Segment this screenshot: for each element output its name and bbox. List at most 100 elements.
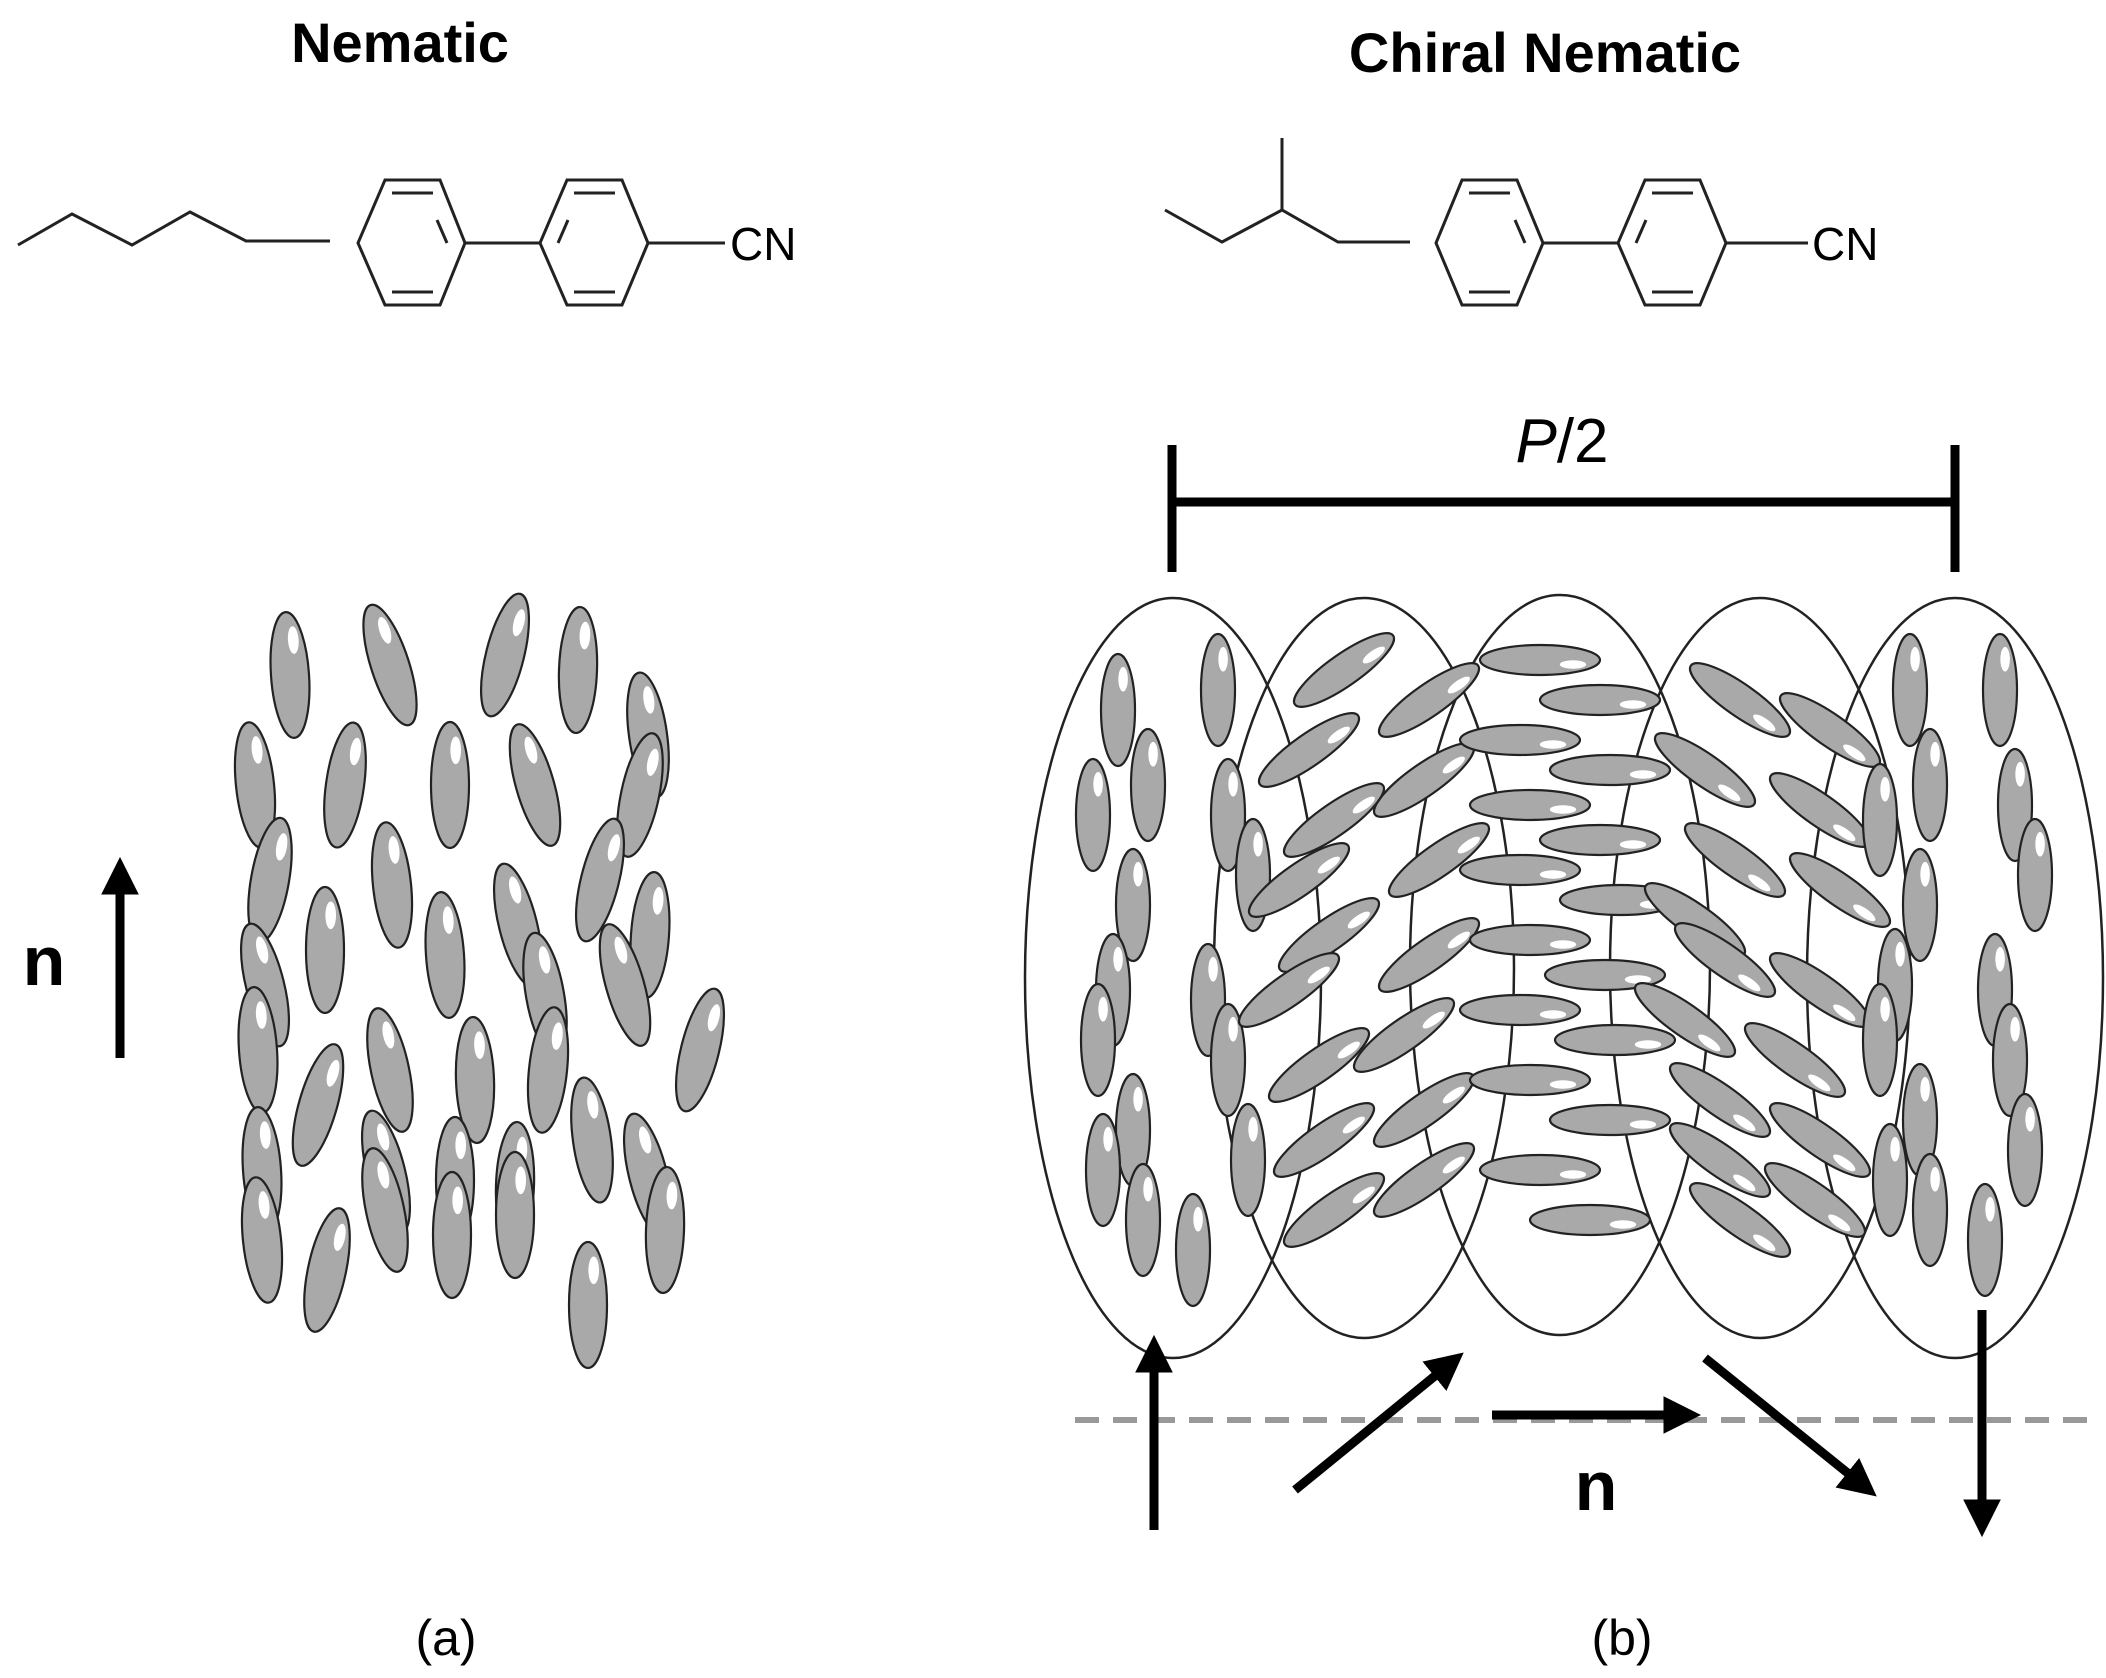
layer-3-molecule	[1548, 753, 1672, 787]
benzene-ring-4	[1616, 178, 1728, 307]
layer-3-molecule	[1543, 958, 1667, 992]
layer-4-molecule	[1768, 1102, 1872, 1178]
layer-3-molecule	[1538, 823, 1662, 857]
layer-3-molecule	[1553, 1023, 1677, 1057]
layer-2-molecule	[1377, 662, 1481, 738]
layer-4-molecule	[1653, 732, 1757, 808]
layer-1-molecule	[1229, 1102, 1267, 1218]
layer-2-outline	[1212, 596, 1516, 1340]
nematic-molecule	[240, 1176, 284, 1304]
layer-2-molecule	[1387, 822, 1491, 898]
panel-a: Nematic CN n (a)	[17, 11, 796, 1666]
nematic-molecule	[431, 1170, 473, 1300]
panel-b-title: Chiral Nematic	[1349, 21, 1741, 84]
layer-4-molecule	[1743, 1022, 1847, 1098]
nematic-molecule	[291, 1043, 345, 1167]
director-label-a: n	[23, 922, 66, 1000]
nematic-molecule	[239, 922, 291, 1048]
nematic-molecule	[247, 816, 293, 944]
layer-1-molecule	[1209, 1002, 1247, 1118]
layer-3-molecule	[1468, 923, 1592, 957]
layer-1-molecule	[1174, 1192, 1212, 1308]
layer-5-molecule	[1891, 632, 1929, 748]
nematic-molecule	[494, 1150, 536, 1280]
layer-3-molecule	[1458, 723, 1582, 757]
director-arrow-diagonal-down	[1702, 1354, 1877, 1497]
nematic-molecule	[567, 1240, 609, 1370]
layer-3-molecule	[1538, 683, 1662, 717]
layer-5-molecule	[1991, 1002, 2029, 1118]
layer-2-molecule	[1352, 997, 1456, 1073]
benzene-ring-3	[1434, 178, 1545, 307]
layer-3-molecule	[1458, 993, 1582, 1027]
nematic-molecule	[366, 1007, 414, 1133]
nematic-molecule	[303, 1207, 351, 1333]
nematic-molecule	[644, 1165, 686, 1295]
nematic-molecule	[429, 720, 471, 850]
layer-1-molecule	[1114, 1072, 1152, 1188]
layer-5-molecule	[1911, 727, 1949, 843]
pitch-label: P/2	[1515, 407, 1608, 476]
layer-5-molecule	[1911, 1152, 1949, 1268]
layer-1-molecule	[1099, 652, 1137, 768]
director-arrow-diagonal-up	[1292, 1352, 1464, 1494]
nematic-molecule	[526, 1006, 570, 1134]
layer-4-molecule	[1688, 1182, 1792, 1258]
layer-4-molecule	[1688, 662, 1792, 738]
nematic-molecule	[362, 603, 418, 727]
nematic-molecule	[269, 611, 311, 739]
layer-2-molecule	[1272, 1102, 1376, 1178]
nematic-molecule	[424, 891, 466, 1019]
nematic-molecule	[454, 1015, 496, 1145]
layer-2-molecule	[1292, 632, 1396, 708]
caption-a: (a)	[415, 1610, 476, 1666]
nematic-molecule	[574, 817, 626, 943]
layer-4-molecule	[1673, 922, 1777, 998]
nematic-molecule	[557, 605, 599, 735]
caption-b: (b)	[1591, 1610, 1652, 1666]
layer-1-molecule	[1199, 632, 1237, 748]
layer-4-molecule	[1668, 1122, 1772, 1198]
layer-5-molecule	[1861, 982, 1899, 1098]
chiral-5cb-structure: CN	[1164, 138, 1878, 307]
layer-3-molecule	[1468, 788, 1592, 822]
panel-a-title: Nematic	[291, 11, 509, 74]
layer-4-molecule	[1768, 772, 1872, 848]
layer-2-molecule	[1237, 952, 1341, 1028]
layer-4-molecule	[1683, 822, 1787, 898]
layer-1-molecule	[1079, 982, 1117, 1098]
5cb-structure: CN	[17, 178, 796, 307]
nematic-molecule	[304, 885, 346, 1015]
layer-1-molecule	[1129, 727, 1167, 843]
layer-4-molecule	[1763, 1162, 1867, 1238]
cn-label: CN	[730, 218, 796, 270]
layer-2-molecule	[1372, 1142, 1476, 1218]
layer-5-molecule	[1871, 1122, 1909, 1238]
layer-2-molecule	[1257, 712, 1361, 788]
layer-2-molecule	[1282, 1172, 1386, 1248]
layer-3-molecule	[1478, 1153, 1602, 1187]
layer-4-molecule	[1788, 852, 1892, 928]
nematic-molecule	[361, 1147, 409, 1273]
layer-5-molecule	[2016, 817, 2054, 933]
layer-2-molecule	[1282, 782, 1386, 858]
layer-1-molecule	[1074, 757, 1112, 873]
layer-5-molecule	[1861, 762, 1899, 878]
benzene-ring-1	[356, 178, 467, 307]
nematic-molecule	[508, 723, 562, 847]
layer-2-molecule	[1267, 1027, 1371, 1103]
layer-2-molecule	[1247, 842, 1351, 918]
helical-layers	[1023, 593, 2105, 1360]
layer-5-molecule	[1966, 1182, 2004, 1298]
chiral-molecule-layers	[1074, 632, 2054, 1308]
layer-5-molecule	[1901, 847, 1939, 963]
layer-3-molecule	[1478, 643, 1602, 677]
layer-3-molecule	[1528, 1203, 1652, 1237]
nematic-molecule	[479, 592, 531, 718]
layer-5-molecule	[2006, 1092, 2044, 1208]
layer-1-molecule	[1114, 847, 1152, 963]
layer-1-molecule	[1124, 1162, 1162, 1278]
nematic-molecule	[598, 923, 652, 1047]
layer-3-molecule	[1468, 1063, 1592, 1097]
